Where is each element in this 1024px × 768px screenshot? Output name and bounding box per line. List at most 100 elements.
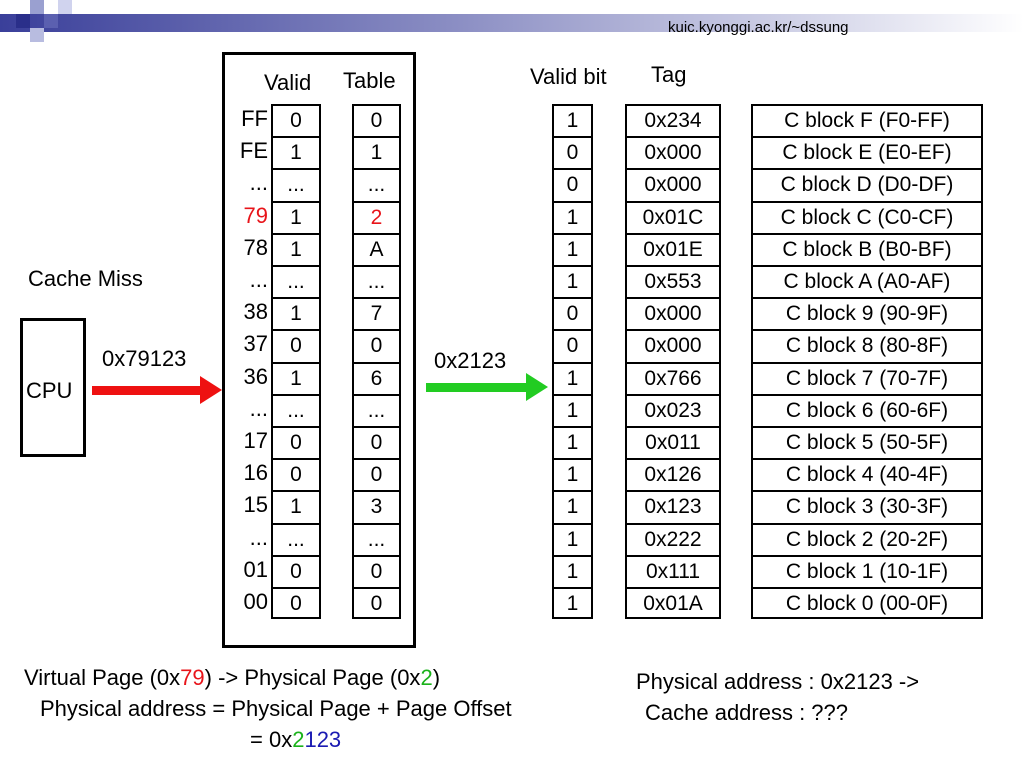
vp-page-number: 79 bbox=[180, 665, 205, 690]
logo-square-light bbox=[30, 0, 44, 14]
page-table-row-label: 38 bbox=[243, 299, 268, 325]
cache-tag-cell: 0x766 bbox=[625, 361, 721, 394]
cache-block-cell: C block B (B0-BF) bbox=[751, 232, 983, 265]
cache-tag-cell: 0x000 bbox=[625, 297, 721, 330]
physical-to-cache-line: Physical address : 0x2123 -> bbox=[636, 669, 920, 694]
page-table-valid-cell: ... bbox=[271, 393, 321, 426]
cache-block-cell: C block 7 (70-7F) bbox=[751, 361, 983, 394]
page-table-row-label: ... bbox=[249, 170, 268, 196]
cache-block-cell: C block 1 (10-1F) bbox=[751, 554, 983, 587]
header-url[interactable]: kuic.kyonggi.ac.kr/~dssung bbox=[668, 19, 849, 36]
physical-address-result: = 0x2123 bbox=[250, 726, 341, 754]
cache-tag-cell: 0x111 bbox=[625, 554, 721, 587]
page-table-row-label: ... bbox=[249, 395, 268, 421]
pp-page-number: 2 bbox=[420, 665, 433, 690]
cache-block-cell: C block 5 (50-5F) bbox=[751, 426, 983, 459]
cache-tag-cell: 0x553 bbox=[625, 265, 721, 298]
page-table-row-label: 36 bbox=[243, 363, 268, 389]
cpu-box bbox=[20, 318, 86, 457]
page-table-valid-cell: 0 bbox=[271, 329, 321, 362]
page-table-table-cell: 0 bbox=[352, 458, 401, 491]
pa-result-offset: 123 bbox=[304, 727, 342, 752]
cache-block-cell: C block 3 (30-3F) bbox=[751, 490, 983, 523]
page-table-table-cell: 0 bbox=[352, 104, 401, 137]
cache-tag-cell: 0x000 bbox=[625, 136, 721, 169]
cache-tag-cell: 0x126 bbox=[625, 458, 721, 491]
cache-valid-cell: 1 bbox=[552, 393, 593, 426]
page-table-table-cell: 2 bbox=[352, 200, 401, 233]
cache-valid-bit-header: Valid bit bbox=[530, 64, 607, 89]
cpu-label: CPU bbox=[26, 378, 73, 403]
cache-tag-header: Tag bbox=[651, 62, 687, 87]
page-table-valid-cell: 0 bbox=[271, 426, 321, 459]
cache-valid-cell: 1 bbox=[552, 587, 593, 620]
cache-block-cell: C block A (A0-AF) bbox=[751, 265, 983, 298]
page-table-row-label: 00 bbox=[243, 589, 268, 614]
cache-valid-cell: 0 bbox=[552, 297, 593, 330]
cache-block-cell: C block 2 (20-2F) bbox=[751, 522, 983, 555]
cache-valid-cell: 1 bbox=[552, 232, 593, 265]
page-table-valid-cell: 1 bbox=[271, 200, 321, 233]
cache-valid-cell: 1 bbox=[552, 522, 593, 555]
cache-tag-cell: 0x123 bbox=[625, 490, 721, 523]
page-table-table-cell: ... bbox=[352, 265, 401, 298]
page-table-valid-cell: 0 bbox=[271, 587, 321, 620]
cache-valid-cell: 0 bbox=[552, 136, 593, 169]
cache-valid-cell: 1 bbox=[552, 265, 593, 298]
cache-tag-cell: 0x011 bbox=[625, 426, 721, 459]
page-table-table-cell: 0 bbox=[352, 554, 401, 587]
vp-text-e: ) bbox=[432, 665, 441, 690]
cache-tag-cell: 0x000 bbox=[625, 168, 721, 201]
header-gradient-bar bbox=[0, 14, 1024, 32]
cache-valid-cell: 0 bbox=[552, 168, 593, 201]
page-table-row-label: 15 bbox=[243, 492, 268, 518]
physical-address-arrow-label: 0x2123 bbox=[434, 348, 507, 373]
page-table-valid-cell: 1 bbox=[271, 490, 321, 523]
logo-square-dark bbox=[16, 14, 30, 28]
cache-block-cell: C block C (C0-CF) bbox=[751, 200, 983, 233]
page-table-valid-header: Valid bbox=[264, 70, 312, 95]
page-table-valid-cell: 0 bbox=[271, 104, 321, 137]
cache-tag-cell: 0x222 bbox=[625, 522, 721, 555]
cache-valid-cell: 0 bbox=[552, 329, 593, 362]
page-table-row-label: FF bbox=[241, 106, 268, 131]
green-arrow bbox=[426, 373, 548, 401]
page-table-row-label: ... bbox=[249, 524, 268, 550]
virtual-address-label: 0x79123 bbox=[102, 346, 187, 371]
page-table-table-cell: 7 bbox=[352, 297, 401, 330]
cache-valid-cell: 1 bbox=[552, 490, 593, 523]
page-table-table-header: Table bbox=[343, 68, 396, 93]
page-table-row-label: 78 bbox=[243, 234, 268, 260]
page-table-row-label: 17 bbox=[243, 428, 268, 453]
page-table-table-cell: 6 bbox=[352, 361, 401, 394]
red-arrow bbox=[92, 376, 222, 404]
page-table-table-cell: ... bbox=[352, 393, 401, 426]
page-table-table-cell: 1 bbox=[352, 136, 401, 169]
logo-square-pale bbox=[58, 0, 72, 14]
logo-square-mid bbox=[44, 14, 58, 28]
cache-block-cell: C block D (D0-DF) bbox=[751, 168, 983, 201]
cache-block-cell: C block 8 (80-8F) bbox=[751, 329, 983, 362]
physical-address-formula: Physical address = Physical Page + Page … bbox=[40, 696, 512, 721]
page-table-valid-cell: 1 bbox=[271, 361, 321, 394]
page-table-table-cell: 0 bbox=[352, 329, 401, 362]
cache-miss-label: Cache Miss bbox=[28, 266, 143, 291]
cache-tag-cell: 0x234 bbox=[625, 104, 721, 137]
page-table-valid-cell: 0 bbox=[271, 554, 321, 587]
cache-address-line: Cache address : ??? bbox=[645, 700, 849, 725]
page-table-table-cell: 3 bbox=[352, 490, 401, 523]
cache-block-cell: C block 9 (90-9F) bbox=[751, 297, 983, 330]
logo-square-light2 bbox=[30, 28, 44, 42]
page-table-table-cell: 0 bbox=[352, 587, 401, 620]
cache-valid-cell: 1 bbox=[552, 104, 593, 137]
page-table-table-cell: ... bbox=[352, 522, 401, 555]
cache-tag-cell: 0x000 bbox=[625, 329, 721, 362]
page-table-valid-cell: 1 bbox=[271, 232, 321, 265]
pa-result-page: 2 bbox=[292, 727, 305, 752]
virtual-page-line: Virtual Page (0x79) -> Physical Page (0x… bbox=[24, 664, 440, 692]
page-table-table-cell: 0 bbox=[352, 426, 401, 459]
page-table-frame bbox=[222, 52, 416, 648]
page-table-row-label: 79 bbox=[243, 202, 268, 228]
cache-valid-cell: 1 bbox=[552, 554, 593, 587]
